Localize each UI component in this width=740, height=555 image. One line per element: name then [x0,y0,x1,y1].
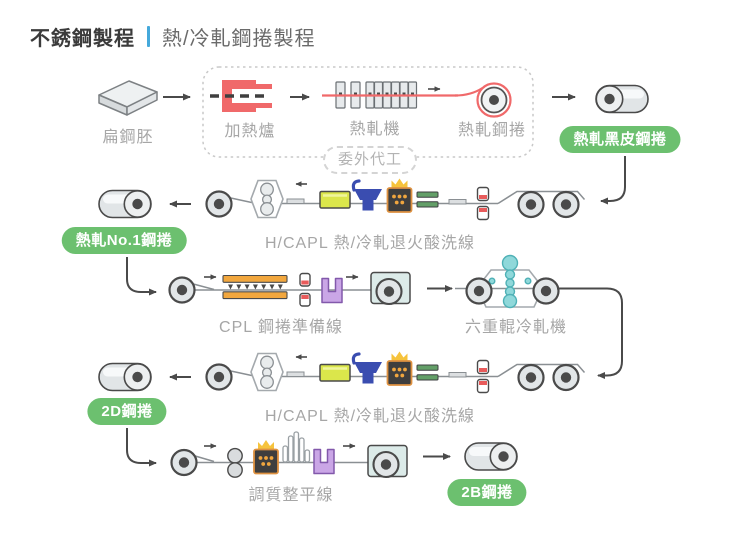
title-separator [147,26,150,47]
hcapl-line-2 [99,352,585,393]
label-heating-furnace: 加熱爐 [224,123,276,140]
outsourcing-pill: 委外代工 [322,146,418,174]
label-hcapl-line-2: H/CAPL 熱/冷軋退火酸洗線 [264,408,476,425]
connector-down-right-icon [126,428,157,467]
label-cpl-line: CPL 鋼捲準備線 [219,319,343,336]
six-high-mill-icon [455,254,575,309]
label-hcapl-line-1: H/CAPL 熱/冷軋退火酸洗線 [264,235,476,252]
badge-hot-rolled-no1-coil: 熱軋No.1鋼捲 [61,227,187,254]
leveler-bar-icon [222,291,288,300]
connector-down-right-icon [126,257,157,296]
pinch-roll-icon [227,447,243,464]
badge-2b-coil: 2B鋼捲 [447,479,527,506]
black-coil-icon [595,84,649,114]
page-header: 不銹鋼製程 熱/冷軋鋼捲製程 [30,22,316,51]
page-subtitle: 熱/冷軋鋼捲製程 [162,28,316,50]
label-slab: 扁鋼胚 [102,129,154,146]
coil-2b-icon [464,442,518,471]
slab-icon [98,80,158,116]
badge-hot-rolled-black-coil: 熱軋黑皮鋼捲 [559,126,681,153]
pinch-roll-icon [227,462,243,478]
hcapl-line-1 [99,179,585,220]
leveler-bar-icon [222,274,288,283]
label-temper-line: 調質整平線 [248,487,334,504]
looper-tower-icon [282,431,311,463]
page-title: 不銹鋼製程 [30,28,135,50]
connector-down-left-icon [557,287,623,379]
label-six-high-mill: 六重輥冷軋機 [464,319,568,336]
temper-line-icons [170,431,409,479]
outsourcing-dashed-box [202,66,534,158]
label-hot-rolling-mill: 熱軋機 [349,121,401,138]
heating-furnace-icon [210,80,272,112]
cpl-line-icons [168,271,412,307]
connector-down-left-icon [600,156,626,205]
badge-2d-coil: 2D鋼捲 [87,398,167,425]
hot-rolling-mill-icon [322,81,458,109]
hot-rolled-coil-icon [454,82,512,118]
label-hot-rolled-coil: 熱軋鋼捲 [457,122,527,139]
